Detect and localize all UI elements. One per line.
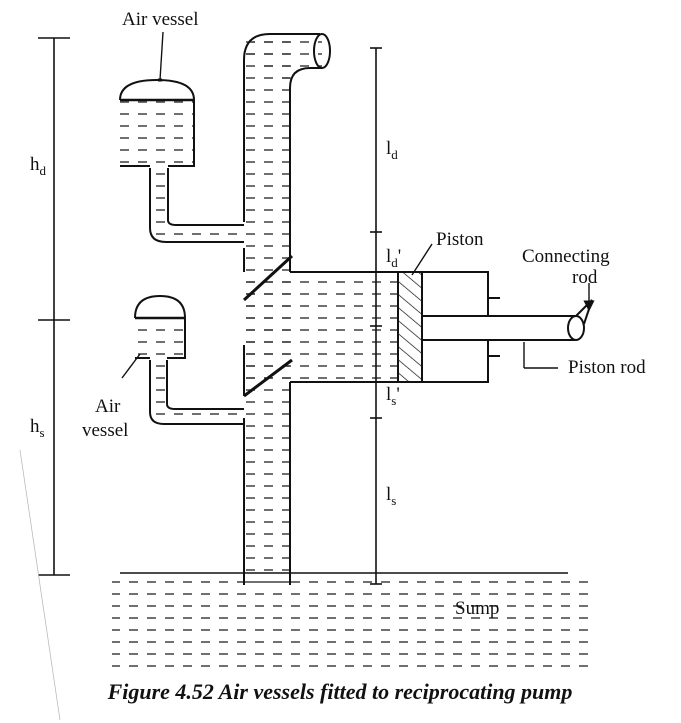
h-d-label: hd xyxy=(30,154,47,178)
connecting-rod-label-1: Connecting xyxy=(522,246,610,267)
l-d-label: ld xyxy=(386,138,398,162)
l-s-prime-label: ls' xyxy=(386,384,400,408)
leader-lines xyxy=(19,31,595,721)
delivery-outlet xyxy=(313,33,331,69)
air-vessel-bottom-label-2: vessel xyxy=(82,420,128,441)
water-fill xyxy=(120,34,399,585)
air-vessel-top-label: Air vessel xyxy=(122,9,199,30)
piston-rod xyxy=(422,299,593,341)
l-s-label: ls xyxy=(386,484,396,508)
suction-air-vessel xyxy=(134,294,186,359)
air-vessel-bottom-label-1: Air xyxy=(95,396,121,417)
piston-rod-label: Piston rod xyxy=(568,357,646,378)
sump xyxy=(112,572,592,670)
l-d-prime-label: ld' xyxy=(386,246,401,270)
piston xyxy=(397,271,423,383)
figure-caption: Figure 4.52 Air vessels fitted to recipr… xyxy=(107,679,573,704)
delivery-air-vessel xyxy=(119,78,195,167)
pipe-outlines xyxy=(149,33,399,585)
piston-label: Piston xyxy=(436,229,484,250)
sump-water xyxy=(112,580,592,670)
h-s-label: hs xyxy=(30,416,45,440)
dimension-lines xyxy=(38,37,382,585)
cylinder-extension xyxy=(422,271,500,383)
connecting-rod-label-2: rod xyxy=(572,267,598,288)
sump-label: Sump xyxy=(455,598,499,619)
